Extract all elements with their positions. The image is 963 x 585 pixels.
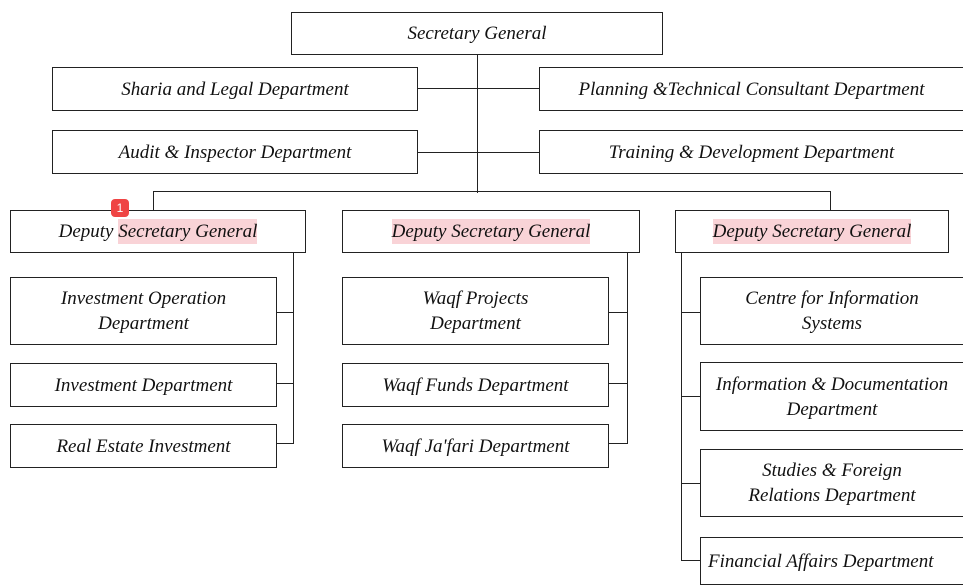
financial-affairs-label: Financial Affairs Department — [708, 550, 934, 572]
deputy-box-3: Deputy Secretary General — [675, 210, 949, 253]
waqf-jafari-box: Waqf Ja'fari Department — [342, 424, 609, 468]
training-development-box: Training & Development Department — [539, 130, 963, 174]
waqf-projects-box: Waqf Projects Department — [342, 277, 609, 345]
column-3-tick-2 — [681, 396, 700, 398]
staff-connector-2-left — [417, 152, 478, 154]
column-3-tick-4 — [681, 560, 700, 562]
studies-foreign-relations-label: Studies & Foreign Relations Department — [748, 460, 916, 506]
waqf-funds-box: Waqf Funds Department — [342, 363, 609, 407]
studies-foreign-relations-box: Studies & Foreign Relations Department — [700, 449, 963, 517]
staff-connector-1-left — [417, 88, 478, 90]
deputy-drop-3 — [830, 191, 832, 210]
sharia-legal-label: Sharia and Legal Department — [121, 78, 349, 100]
information-documentation-box: Information & Documentation Department — [700, 362, 963, 431]
column-1-tick-2 — [276, 383, 294, 385]
deputy-1-prefix: Deputy — [58, 221, 119, 242]
information-systems-box: Centre for Information Systems — [700, 277, 963, 345]
financial-affairs-box: Financial Affairs Department — [700, 537, 963, 585]
secretary-general-box: Secretary General — [291, 12, 663, 55]
deputy-drop-1 — [153, 191, 155, 210]
audit-inspector-label: Audit & Inspector Department — [118, 141, 352, 163]
staff-connector-2-right — [477, 152, 539, 154]
secretary-general-label: Secretary General — [407, 23, 547, 44]
investment-department-label: Investment Department — [54, 374, 233, 396]
real-estate-investment-box: Real Estate Investment — [10, 424, 277, 468]
investment-operation-box: Investment Operation Department — [10, 277, 277, 345]
column-3-tick-3 — [681, 483, 700, 485]
trunk-line — [477, 55, 479, 193]
planning-technical-label: Planning &Technical Consultant Departmen… — [578, 78, 925, 100]
deputy-box-1: Deputy Secretary General — [10, 210, 306, 253]
staff-connector-1-right — [477, 88, 539, 90]
audit-inspector-box: Audit & Inspector Department — [52, 130, 418, 174]
investment-operation-label: Investment Operation Department — [60, 288, 227, 334]
deputy-1-highlight: Secretary General — [118, 219, 258, 244]
deputy-bus-line — [153, 191, 831, 193]
deputy-2-highlight: Deputy Secretary General — [391, 219, 591, 244]
deputy-3-highlight: Deputy Secretary General — [712, 219, 912, 244]
column-2-tick-2 — [608, 383, 628, 385]
waqf-projects-label: Waqf Projects Department — [422, 288, 529, 334]
information-documentation-label: Information & Documentation Department — [715, 373, 949, 420]
training-development-label: Training & Development Department — [608, 141, 895, 163]
annotation-badge: 1 — [111, 199, 129, 217]
column-3-tick-1 — [681, 312, 700, 314]
planning-technical-box: Planning &Technical Consultant Departmen… — [539, 67, 963, 111]
column-1-tick-3 — [276, 443, 294, 445]
investment-department-box: Investment Department — [10, 363, 277, 407]
sharia-legal-box: Sharia and Legal Department — [52, 67, 418, 111]
column-2-tick-3 — [608, 443, 628, 445]
column-3-spine — [681, 253, 683, 561]
real-estate-investment-label: Real Estate Investment — [56, 435, 231, 457]
waqf-jafari-label: Waqf Ja'fari Department — [381, 435, 570, 457]
column-2-tick-1 — [608, 312, 628, 314]
waqf-funds-label: Waqf Funds Department — [382, 374, 569, 396]
column-2-spine — [627, 253, 629, 444]
column-1-tick-1 — [276, 312, 294, 314]
column-1-spine — [293, 253, 295, 444]
information-systems-label: Centre for Information Systems — [745, 288, 919, 334]
deputy-box-2: Deputy Secretary General — [342, 210, 640, 253]
